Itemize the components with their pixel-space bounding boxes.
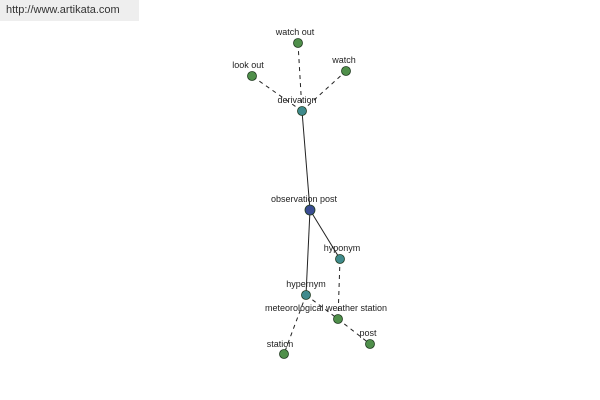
node-label-watch[interactable]: watch (331, 55, 356, 65)
node-marker-meteorological-weather-station[interactable] (333, 314, 343, 324)
edge-observation-post-to-hypernym (305, 209, 311, 296)
node-label-derivation[interactable]: derivation (277, 95, 316, 105)
node-marker-observation-post[interactable] (304, 204, 316, 216)
node-post[interactable]: post (359, 328, 377, 349)
edge-hypernym-to-meteorological-weather-station (305, 294, 339, 320)
node-station[interactable]: station (267, 339, 294, 359)
edge-derivation-to-watch (301, 70, 347, 112)
node-marker-hyponym[interactable] (335, 254, 345, 264)
node-label-post[interactable]: post (359, 328, 377, 338)
node-label-watch-out[interactable]: watch out (275, 27, 315, 37)
node-observation-post[interactable]: observation post (271, 194, 338, 216)
edge-observation-post-to-hyponym (309, 209, 341, 260)
node-look-out[interactable]: look out (232, 60, 264, 81)
node-label-look-out[interactable]: look out (232, 60, 264, 70)
node-marker-hypernym[interactable] (301, 290, 311, 300)
edge-hypernym-to-station (283, 294, 307, 355)
node-watch[interactable]: watch (331, 55, 356, 76)
edge-meteorological-weather-station-to-post (337, 318, 371, 345)
graph-edges (251, 42, 371, 355)
node-label-station[interactable]: station (267, 339, 294, 349)
node-marker-look-out[interactable] (247, 71, 257, 81)
node-label-meteorological-weather-station[interactable]: meteorological weather station (265, 303, 387, 313)
node-watch-out[interactable]: watch out (275, 27, 315, 48)
node-marker-watch[interactable] (341, 66, 351, 76)
node-hyponym[interactable]: hyponym (324, 243, 361, 264)
node-derivation[interactable]: derivation (277, 95, 317, 116)
node-marker-watch-out[interactable] (293, 38, 303, 48)
graph-nodes: observation post derivation hyponym hyperny… (232, 27, 387, 359)
node-label-hyponym[interactable]: hyponym (324, 243, 361, 253)
edge-derivation-to-watch-out (297, 42, 303, 112)
node-marker-station[interactable] (279, 349, 289, 359)
node-marker-derivation[interactable] (297, 106, 307, 116)
node-label-observation-post[interactable]: observation post (271, 194, 338, 204)
site-url-banner[interactable]: http://www.artikata.com (0, 0, 139, 21)
node-marker-post[interactable] (365, 339, 375, 349)
node-meteorological-weather-station[interactable]: meteorological weather station (265, 303, 387, 324)
edge-observation-post-to-derivation (301, 110, 311, 211)
edge-hyponym-to-meteorological-weather-station (337, 258, 341, 320)
node-label-hypernym[interactable]: hypernym (286, 279, 326, 289)
node-hypernym[interactable]: hypernym (286, 279, 326, 300)
edge-derivation-to-look-out (251, 75, 303, 112)
